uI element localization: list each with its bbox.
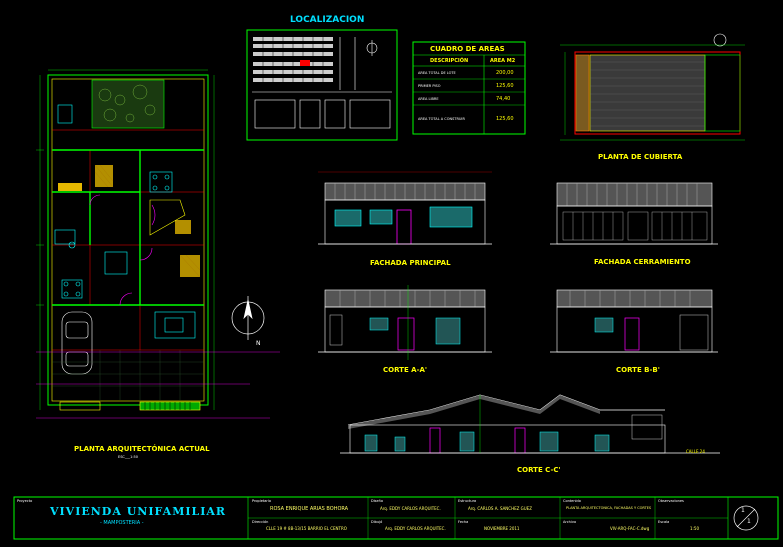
section-cc-title: CORTE C-C' (517, 466, 561, 474)
area-table-header-desc: DESCRIPCIÓN (430, 58, 469, 64)
tb-designer: Arq. EDDY CARLOS ARQUITEC. (380, 506, 441, 511)
area-row-desc: PRIMER PISO (418, 84, 441, 88)
main-facade-title: FACHADA PRINCIPAL (370, 259, 451, 267)
tb-file-label: Archivo (563, 520, 577, 524)
floor-plan-scale: ESC___1:50 (118, 455, 138, 459)
localization-title: LOCALIZACION (290, 15, 365, 25)
main-facade (318, 171, 492, 245)
section-bb (550, 289, 718, 353)
tb-designer-label: Diseño (371, 499, 384, 503)
section-aa-title: CORTE A-A' (383, 366, 428, 374)
tb-project-name: VIVIENDA UNIFAMILIAR (50, 505, 227, 518)
closure-facade-title: FACHADA CERRAMIENTO (594, 258, 691, 266)
floor-plan-title: PLANTA ARQUITECTÓNICA ACTUAL (74, 445, 210, 453)
tb-file: VIV-ARQ-FAC-C.dwg (610, 526, 650, 531)
roof-plan-title: PLANTA DE CUBIERTA (598, 153, 683, 161)
closure-facade (550, 182, 718, 245)
area-row-desc: AREA LIBRE (418, 97, 439, 101)
area-row-desc: AREA TOTAL A CONSTRUIR (418, 117, 465, 121)
tb-observations-label: Observaciones (658, 499, 684, 503)
tb-content: PLANTA ARQUITECTONICA, FACHADAS Y CORTES (566, 506, 652, 510)
tb-owner-label: Propietario (252, 499, 271, 503)
area-row-value: 125,60 (496, 116, 514, 122)
tb-project-label: Proyecto (17, 499, 33, 503)
floor-plan (36, 69, 280, 419)
area-row-desc: AREA TOTAL DE LOTE (418, 71, 456, 75)
tb-address-label: Dirección (252, 520, 269, 524)
localization-map (246, 29, 398, 141)
tb-drawn: Arq. EDDY CARLOS ARQUITEC. (385, 526, 446, 531)
tb-owner: ROSA ENRIQUE ARIAS BOHORA (270, 506, 349, 512)
area-table-title: CUADRO DE AREAS (430, 45, 505, 53)
section-aa (318, 285, 492, 360)
tb-sheet-total: 1 (747, 518, 751, 525)
tb-content-label: Contenido (563, 499, 581, 503)
area-row-value: 200,00 (496, 70, 514, 76)
street-label: CALLE 24 (686, 449, 705, 454)
tb-project-sub: - MAMPOSTERIA - (100, 520, 144, 526)
tb-scale: 1:50 (690, 526, 699, 531)
tb-sheet-number: 1 (741, 507, 745, 514)
tb-date-label: Fecha (458, 520, 469, 524)
north-arrow-icon (231, 296, 265, 340)
tb-drawn-label: Dibujó (371, 520, 383, 524)
tb-date: NOVIEMBRE 2011 (484, 526, 520, 531)
area-table-header-area: AREA M2 (490, 58, 516, 64)
north-label: N (256, 340, 261, 347)
area-row-value: 74,40 (496, 96, 511, 102)
tb-address: CLLE 19 # 8B-13/15 BARRIO EL CENTRO (266, 526, 347, 531)
tb-calc-label: Estructura (458, 499, 477, 503)
tb-calc: Arq. CARLOS A. SANCHEZ GUEZ (468, 506, 532, 511)
area-table-frame (412, 41, 526, 135)
tb-scale-label: Escala (658, 520, 670, 524)
area-row-value: 125,60 (496, 83, 514, 89)
section-cc (340, 394, 720, 454)
section-bb-title: CORTE B-B' (616, 366, 660, 374)
title-block-frame (13, 496, 779, 540)
roof-plan (560, 33, 745, 141)
